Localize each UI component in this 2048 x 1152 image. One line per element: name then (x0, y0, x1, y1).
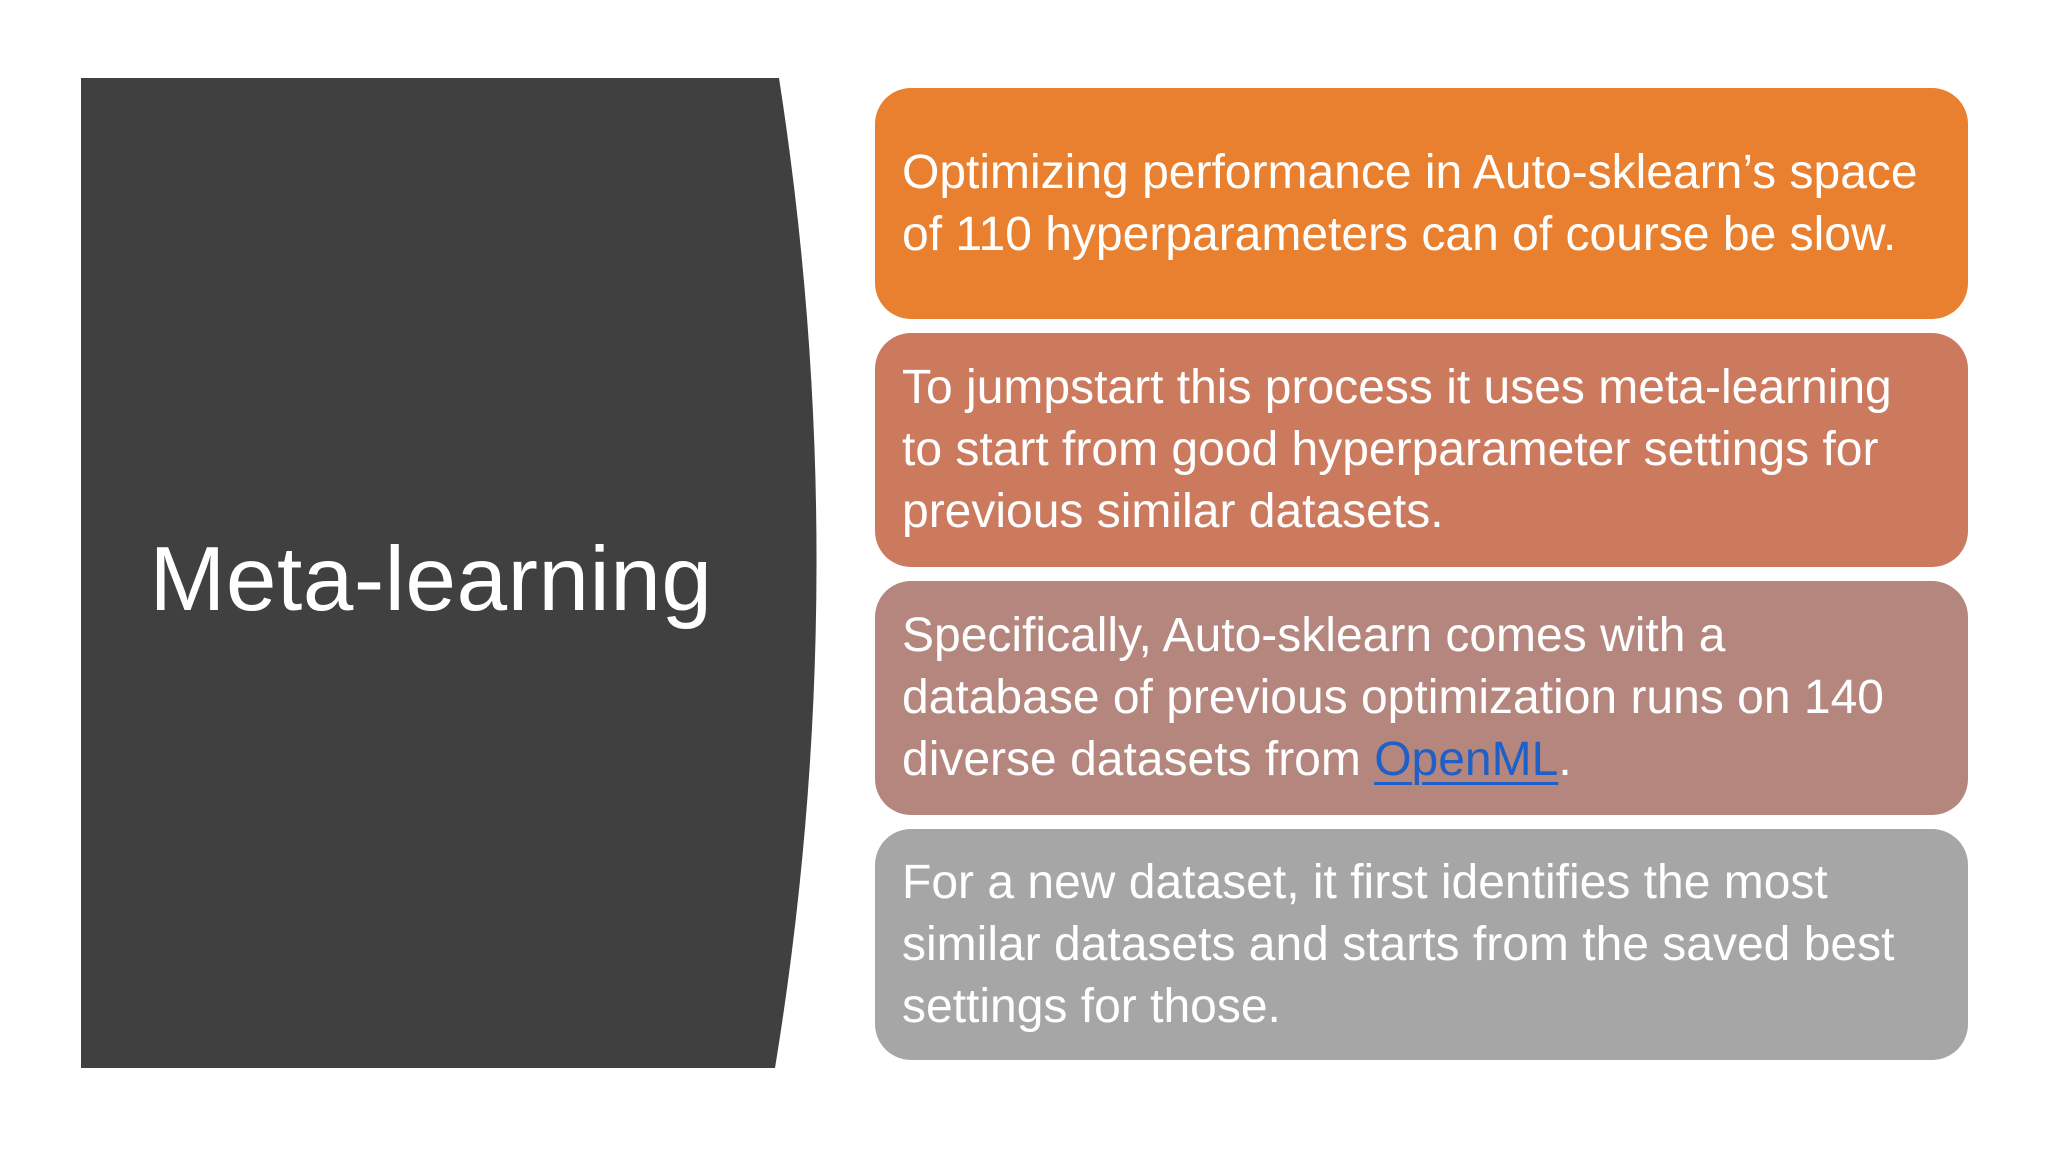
content-box: For a new dataset, it first identifies t… (875, 829, 1968, 1060)
title-panel-shape (81, 78, 817, 1068)
content-box-text: Specifically, Auto-sklearn comes with a … (902, 605, 1884, 791)
content-box-text-after-link: . (1558, 733, 1572, 786)
content-box-list: Optimizing performance in Auto-sklearn’s… (875, 88, 1968, 1060)
content-box: To jumpstart this process it uses meta-l… (875, 333, 1968, 567)
content-box: Optimizing performance in Auto-sklearn’s… (875, 88, 1968, 319)
slide-title: Meta-learning (149, 529, 713, 630)
content-box-text: Optimizing performance in Auto-sklearn’s… (902, 145, 1918, 261)
content-box-text: To jumpstart this process it uses meta-l… (902, 361, 1892, 538)
openml-link[interactable]: OpenML (1374, 733, 1559, 786)
content-box-text-before-link: Specifically, Auto-sklearn comes with a … (902, 609, 1884, 786)
curved-panel-path (81, 78, 817, 1068)
content-box: Specifically, Auto-sklearn comes with a … (875, 581, 1968, 815)
title-panel: Meta-learning (81, 78, 781, 1068)
content-box-text: For a new dataset, it first identifies t… (902, 855, 1895, 1033)
